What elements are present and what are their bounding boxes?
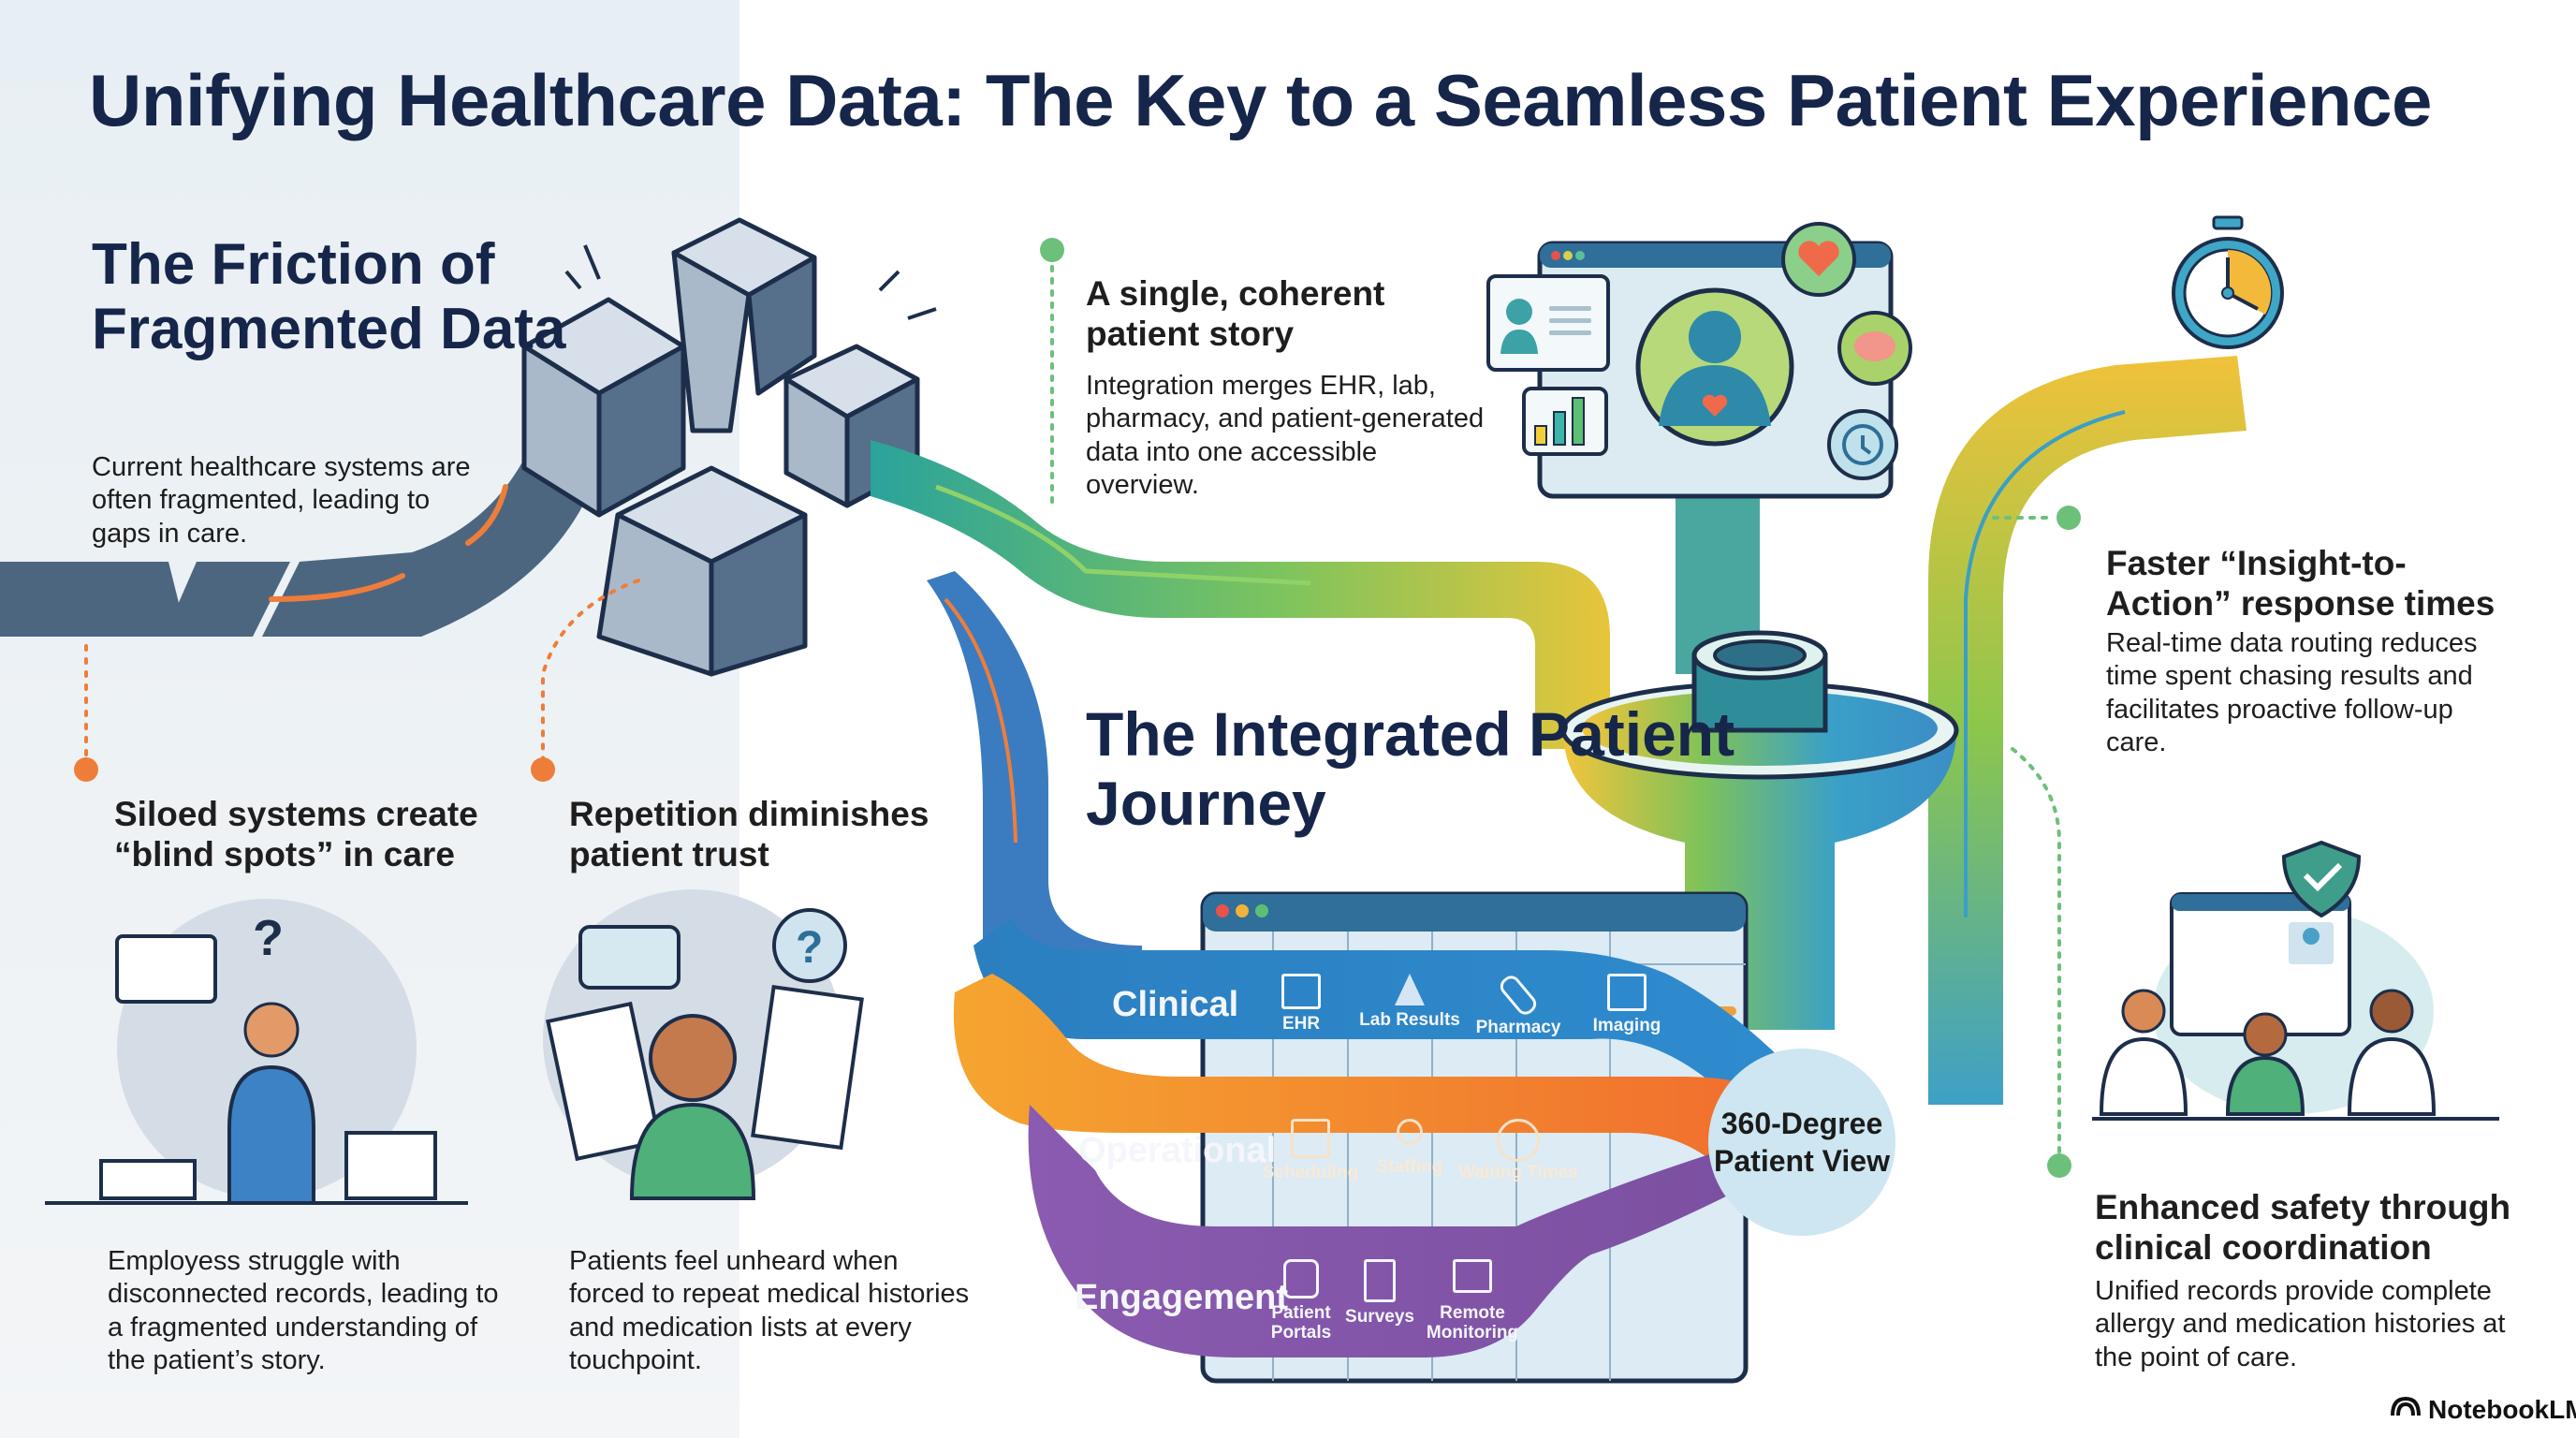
- integrated-heading: The Integrated Patient Journey: [1086, 699, 1735, 838]
- flask-icon: [1395, 974, 1425, 1005]
- hub-circle: [1708, 1049, 1895, 1236]
- lane-item-pharmacy: Pharmacy: [1467, 972, 1570, 1038]
- benefit-heading-story: A single, coherent patient story: [1086, 274, 1385, 354]
- fragmented-road: [0, 440, 599, 637]
- benefit-heading-speed: Faster “Insight-to-Action” response time…: [2106, 544, 2496, 624]
- benefit-body-speed: Real-time data routing reduces time spen…: [2106, 628, 2478, 758]
- lane-item-ehr: EHR: [1250, 974, 1353, 1038]
- lane-label-operational: Operational: [1078, 1131, 1277, 1170]
- friction-connectors: [74, 579, 640, 782]
- lane-item-staffing: Staffing: [1368, 1119, 1452, 1183]
- monitor-icon: [1453, 1259, 1492, 1293]
- point-body-siloed: Employess struggle with disconnected rec…: [108, 1246, 499, 1376]
- broken-data-blocks: [521, 217, 937, 677]
- lane-items-engagement: Patient Portals Surveys Remote Monitorin…: [1264, 1259, 1524, 1343]
- data-funnel: [1560, 630, 1959, 1030]
- pill-icon: [1496, 972, 1541, 1019]
- folder-icon: [1281, 974, 1321, 1009]
- clipboard-icon: [1364, 1259, 1396, 1302]
- benefit-connectors: [1040, 238, 2081, 1178]
- lane-band-engagement: [1028, 1105, 1778, 1357]
- benefit-body-story: Integration merges EHR, lab, pharmacy, a…: [1086, 371, 1485, 501]
- flow-band-right: [1928, 356, 2247, 1105]
- lane-items-operational: Scheduling Staffing Waiting Times: [1259, 1119, 1579, 1183]
- clock-icon: [1497, 1119, 1540, 1162]
- lane-item-imaging: Imaging: [1575, 974, 1678, 1038]
- lane-item-waiting-times: Waiting Times: [1457, 1119, 1579, 1183]
- portal-icon: [1283, 1259, 1319, 1299]
- brand-label: NotebookLM: [2428, 1395, 2576, 1424]
- lane-band-clinical: [973, 917, 1825, 1133]
- benefit-heading-safety: Enhanced safety through clinical coordin…: [2095, 1188, 2511, 1268]
- point-heading-repetition: Repetition diminishes patient trust: [569, 795, 929, 874]
- hub-label: 360-Degree Patient View: [1714, 1107, 1890, 1178]
- benefit-body-safety: Unified records provide complete allergy…: [2095, 1276, 2506, 1372]
- lane-items-clinical: EHR Lab Results Pharmacy Imaging: [1250, 972, 1678, 1038]
- lane-item-surveys: Surveys: [1342, 1259, 1417, 1343]
- flow-band-clinical-feed: [927, 571, 1142, 1002]
- lane-band-operational: [953, 974, 1835, 1189]
- clinical-coordination-illustration: [2092, 840, 2499, 1121]
- stopwatch-icon: [2172, 215, 2284, 349]
- notebooklm-logo-icon: [2391, 1396, 2421, 1416]
- lane-label-engagement: Engagement: [1075, 1278, 1289, 1317]
- patient-overview-illustration: [1486, 222, 1912, 499]
- friction-lead: Current healthcare systems are often fra…: [92, 452, 471, 549]
- lane-item-scheduling: Scheduling: [1259, 1119, 1362, 1183]
- svg-text:?: ?: [796, 923, 823, 973]
- point-body-repetition: Patients feel unheard when forced to rep…: [569, 1246, 970, 1376]
- flow-band-top: [871, 440, 1610, 749]
- staff-icon: [1397, 1119, 1423, 1145]
- siloed-systems-illustration: ?: [45, 899, 468, 1205]
- point-heading-siloed: Siloed systems create “blind spots” in c…: [114, 795, 478, 874]
- lane-item-patient-portals: Patient Portals: [1264, 1259, 1339, 1343]
- lane-item-remote-monitoring: Remote Monitoring: [1421, 1259, 1524, 1343]
- repetition-illustration: ?: [543, 889, 864, 1200]
- calendar-icon: [1291, 1119, 1330, 1158]
- lane-label-clinical: Clinical: [1112, 985, 1239, 1024]
- page-title: Unifying Healthcare Data: The Key to a S…: [89, 59, 2432, 141]
- friction-heading: The Friction of Fragmented Data: [92, 232, 566, 362]
- svg-text:?: ?: [253, 910, 284, 966]
- lane-item-lab-results: Lab Results: [1358, 974, 1461, 1038]
- image-icon: [1607, 974, 1647, 1011]
